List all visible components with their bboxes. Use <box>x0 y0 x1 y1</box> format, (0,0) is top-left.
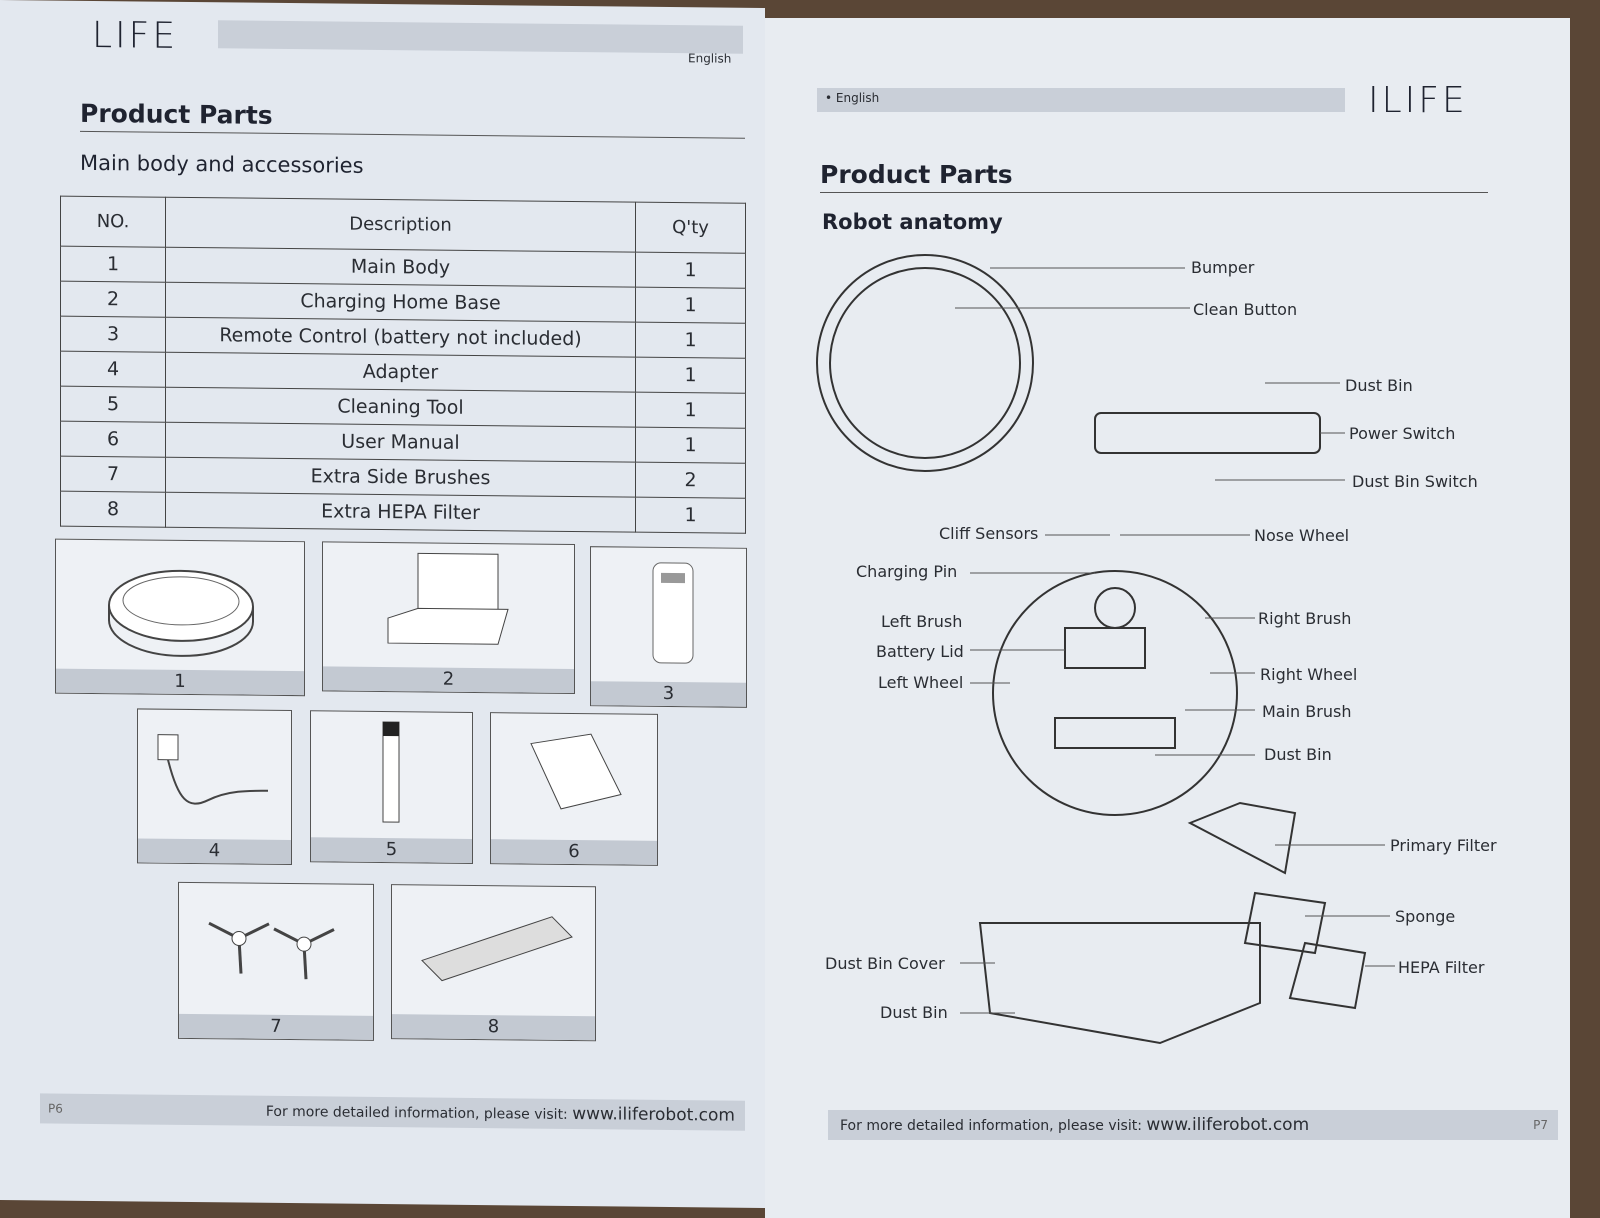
manual-icon <box>530 733 622 810</box>
cleaning-tool-icon <box>382 721 400 823</box>
figure-number: 2 <box>323 666 574 694</box>
footer-text: For more detailed information, please vi… <box>265 1103 568 1123</box>
section-subtitle: Robot anatomy <box>822 210 1003 234</box>
header-band <box>218 20 743 54</box>
row-description: Extra HEPA Filter <box>165 492 636 533</box>
footer-url[interactable]: www.iliferobot.com <box>572 1103 735 1126</box>
label-dust-bin-bottom: Dust Bin <box>1264 745 1332 764</box>
side-brush-icon <box>208 921 335 980</box>
row-no: 5 <box>60 386 166 423</box>
page-title: Product Parts <box>820 160 1013 189</box>
figure-adapter: 4 <box>137 708 292 866</box>
row-no: 1 <box>60 246 166 283</box>
section-subtitle: Main body and accessories <box>80 150 364 178</box>
label-hepa-filter: HEPA Filter <box>1398 958 1485 977</box>
figure-number: 4 <box>138 838 291 865</box>
row-no: 4 <box>60 351 166 388</box>
row-qty: 1 <box>635 427 746 464</box>
language-label: English <box>688 51 732 66</box>
figure-cleaning-tool: 5 <box>310 710 473 864</box>
footer: For more detailed information, please vi… <box>828 1110 1558 1140</box>
row-no: 2 <box>60 281 166 318</box>
figure-hepa-filter: 8 <box>391 884 596 1042</box>
logo: ILIFE <box>1368 80 1468 121</box>
hepa-filter-icon <box>421 916 573 982</box>
row-qty: 1 <box>635 322 746 359</box>
row-qty: 2 <box>635 462 746 499</box>
robot-anatomy-diagram <box>816 254 1395 1045</box>
figure-charging-base: 2 <box>322 541 575 695</box>
footer-text: For more detailed information, please vi… <box>840 1118 1142 1134</box>
remote-icon <box>652 562 694 664</box>
row-qty: 1 <box>635 357 746 394</box>
label-dust-bin-switch: Dust Bin Switch <box>1352 472 1478 491</box>
figure-number: 7 <box>179 1013 373 1040</box>
row-no: 8 <box>60 491 166 528</box>
right-page: • English ILIFE Product Parts Robot anat… <box>765 18 1570 1218</box>
label-main-brush: Main Brush <box>1262 702 1352 721</box>
charging-base-icon <box>387 552 509 645</box>
footer: P6 For more detailed information, please… <box>40 1093 745 1131</box>
row-qty: 1 <box>635 497 746 534</box>
row-description: Cleaning Tool <box>165 387 636 428</box>
row-description: User Manual <box>165 422 636 463</box>
label-cliff-sensors: Cliff Sensors <box>939 524 1039 543</box>
robot-icon <box>108 569 254 657</box>
row-no: 3 <box>60 316 166 353</box>
page-number: P7 <box>1533 1118 1548 1132</box>
label-dust-bin-cover: Dust Bin Cover <box>825 954 945 973</box>
label-primary-filter: Primary Filter <box>1390 836 1497 855</box>
figure-main-body: 1 <box>55 538 305 697</box>
language-text: English <box>835 91 880 105</box>
header-band <box>817 88 1345 112</box>
figure-user-manual: 6 <box>490 712 658 866</box>
figure-number: 5 <box>311 837 472 863</box>
label-nose-wheel: Nose Wheel <box>1254 526 1350 545</box>
logo: LIFE <box>92 14 179 57</box>
label-dust-bin: Dust Bin <box>1345 376 1413 395</box>
row-qty: 1 <box>635 287 746 324</box>
row-description: Charging Home Base <box>165 282 636 323</box>
figure-number: 8 <box>392 1014 595 1041</box>
label-right-brush: Right Brush <box>1258 609 1352 628</box>
left-page: LIFE English Product Parts Main body and… <box>0 0 765 1209</box>
label-left-wheel: Left Wheel <box>878 673 964 692</box>
label-right-wheel: Right Wheel <box>1260 665 1358 684</box>
label-clean-button: Clean Button <box>1193 300 1298 319</box>
divider <box>820 192 1488 193</box>
col-qty: Q'ty <box>635 202 746 254</box>
row-qty: 1 <box>635 252 746 289</box>
row-description: Main Body <box>165 247 636 288</box>
col-no: NO. <box>60 196 166 248</box>
label-battery-lid: Battery Lid <box>876 642 964 661</box>
row-description: Remote Control (battery not included) <box>165 317 636 358</box>
adapter-icon <box>157 734 269 805</box>
page-title: Product Parts <box>80 98 273 130</box>
figure-number: 6 <box>491 839 657 865</box>
divider <box>80 130 745 139</box>
page-number: P6 <box>48 1101 63 1116</box>
row-no: 6 <box>60 421 166 458</box>
figure-remote: 3 <box>590 546 747 708</box>
col-description: Description <box>165 197 636 253</box>
figure-side-brushes: 7 <box>178 881 374 1041</box>
row-description: Adapter <box>165 352 636 393</box>
footer-url[interactable]: www.iliferobot.com <box>1146 1115 1310 1135</box>
label-left-brush: Left Brush <box>881 612 963 631</box>
label-charging-pin: Charging Pin <box>856 562 958 581</box>
label-power-switch: Power Switch <box>1349 424 1456 443</box>
row-no: 7 <box>60 456 166 493</box>
figure-number: 3 <box>591 681 746 707</box>
label-bumper: Bumper <box>1191 258 1255 277</box>
label-sponge: Sponge <box>1395 907 1456 926</box>
label-dust-bin-assembly: Dust Bin <box>880 1003 948 1022</box>
language-label: • English <box>825 91 880 105</box>
figure-number: 1 <box>56 668 304 696</box>
row-description: Extra Side Brushes <box>165 457 636 498</box>
row-qty: 1 <box>635 392 746 429</box>
